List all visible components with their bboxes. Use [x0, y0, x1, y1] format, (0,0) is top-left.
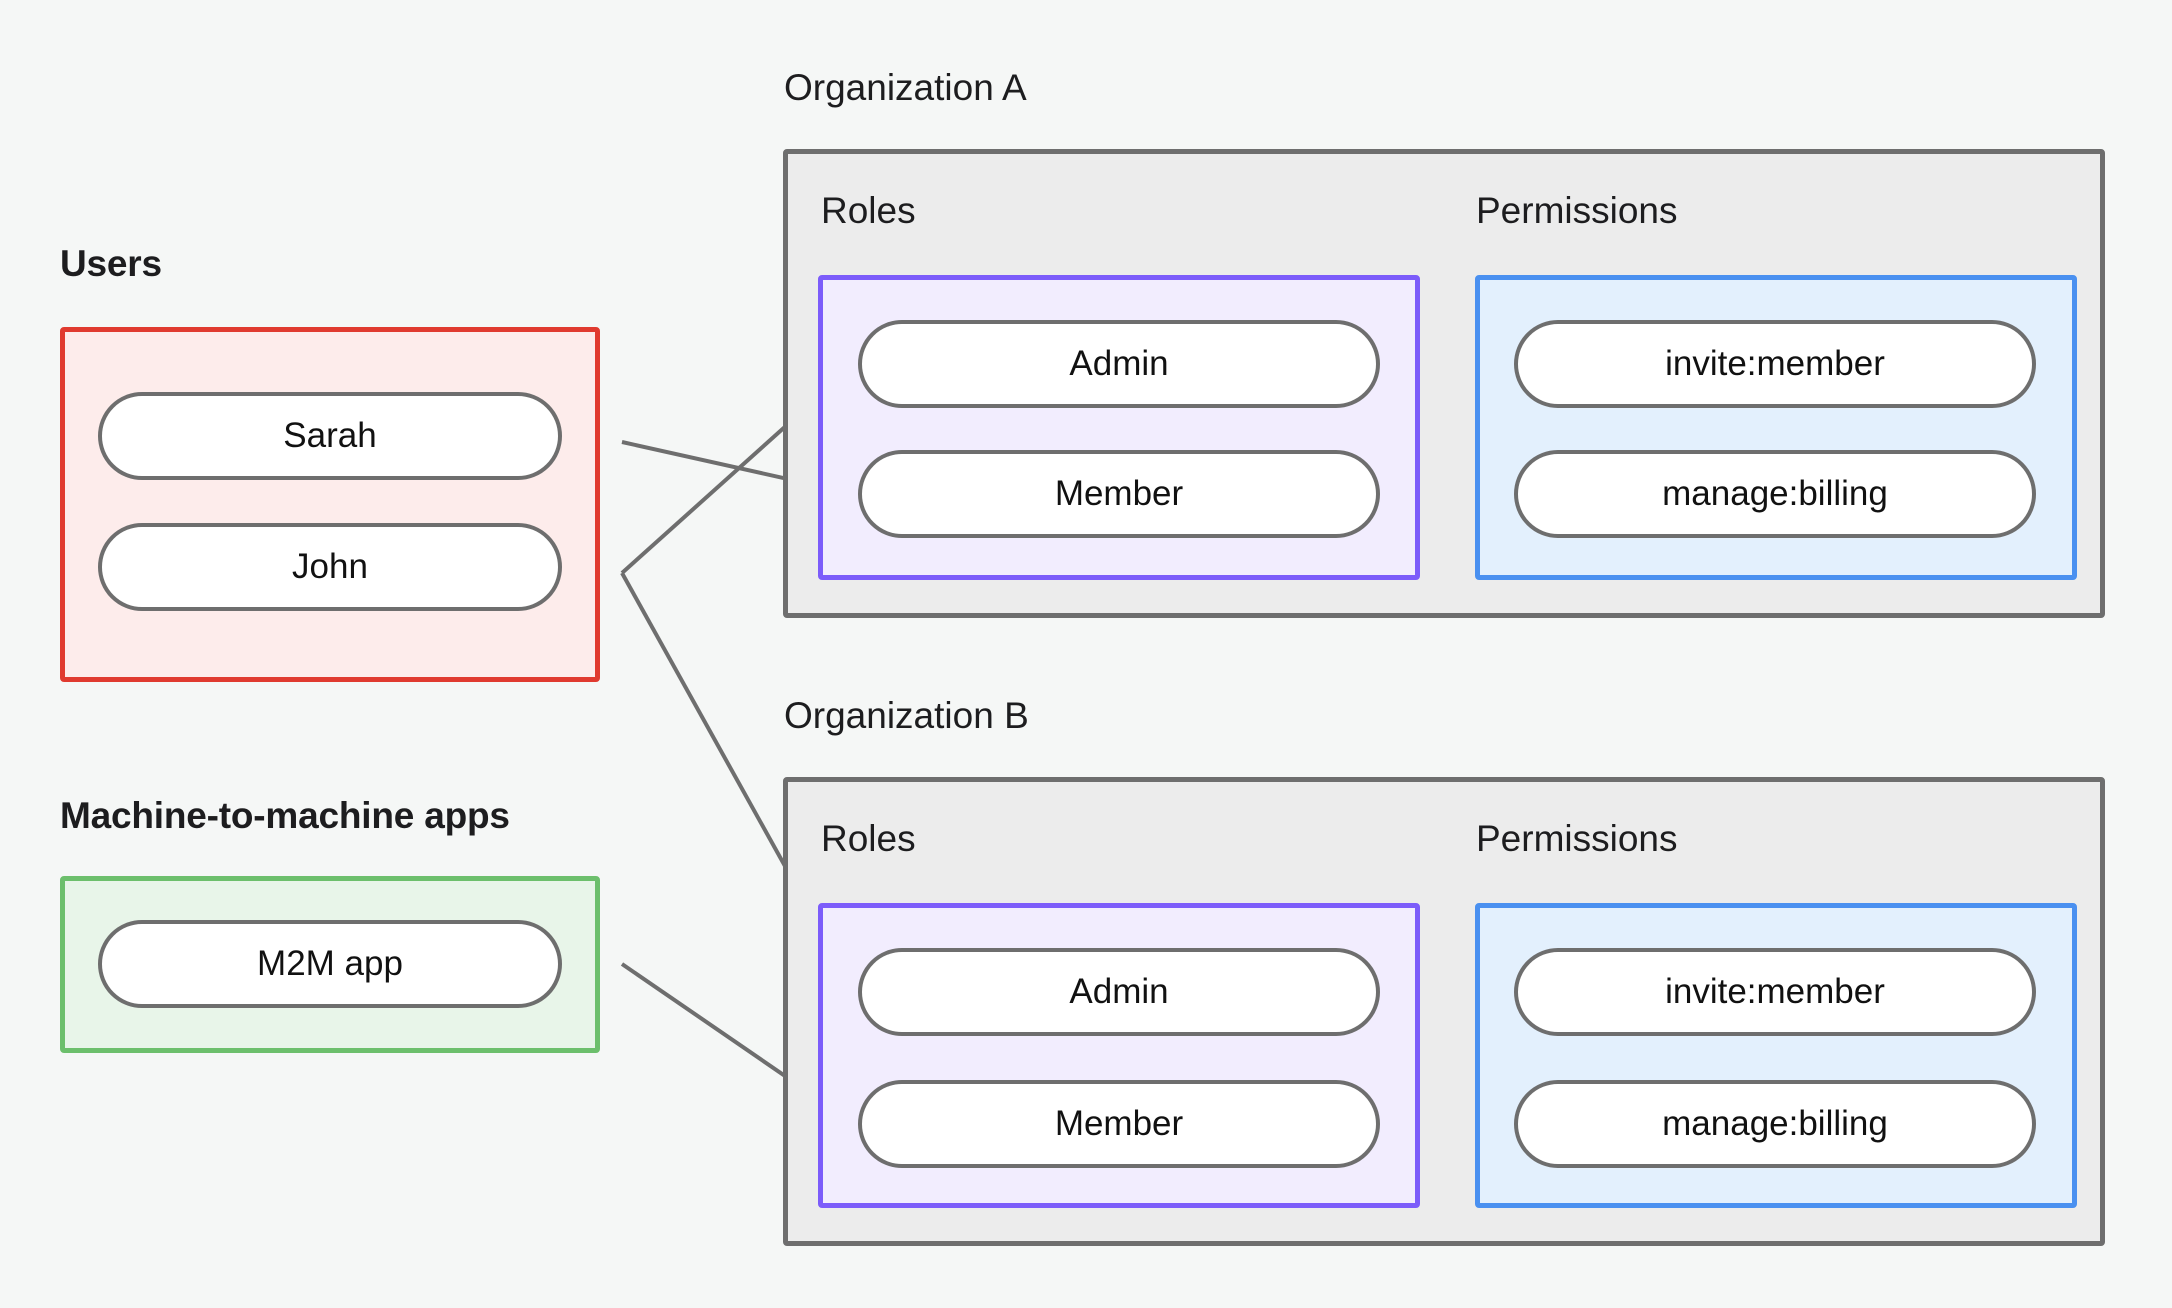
organization-a-permission-manage-billing[interactable]: manage:billing: [1514, 450, 2036, 538]
organization-b-permission-invite-member-label: invite:member: [1665, 972, 1885, 1011]
user-node-sarah-label: Sarah: [283, 416, 377, 455]
organization-a-permission-manage-billing-label: manage:billing: [1662, 474, 1888, 513]
organization-a-permission-invite-member-label: invite:member: [1665, 344, 1885, 383]
m2m-caption: Machine-to-machine apps: [60, 795, 510, 836]
user-node-sarah[interactable]: Sarah: [98, 392, 562, 480]
user-node-john[interactable]: John: [98, 523, 562, 611]
organization-b-permission-invite-member[interactable]: invite:member: [1514, 948, 2036, 1036]
users-caption: Users: [60, 243, 162, 284]
organization-a-permissions-label: Permissions: [1476, 190, 1678, 231]
organization-a-permission-invite-member[interactable]: invite:member: [1514, 320, 2036, 408]
m2m-node-app-label: M2M app: [257, 944, 403, 983]
users-group-box: [60, 327, 600, 682]
organization-b-role-member-label: Member: [1054, 1104, 1184, 1143]
organization-b-role-admin-label: Admin: [1069, 972, 1169, 1011]
organization-b-roles-label: Roles: [821, 818, 916, 859]
organization-b-role-admin[interactable]: Admin: [858, 948, 1380, 1036]
organization-a-role-member-label: Member: [1054, 474, 1184, 513]
organization-a-role-admin-label: Admin: [1069, 344, 1169, 383]
organization-a-roles-label: Roles: [821, 190, 916, 231]
organization-b-role-member[interactable]: Member: [858, 1080, 1380, 1168]
organization-a-role-admin[interactable]: Admin: [858, 320, 1380, 408]
organization-b-permission-manage-billing-label: manage:billing: [1662, 1104, 1888, 1143]
organization-b-title: Organization B: [784, 695, 1029, 736]
m2m-node-app[interactable]: M2M app: [98, 920, 562, 1008]
organization-b-permission-manage-billing[interactable]: manage:billing: [1514, 1080, 2036, 1168]
user-node-john-label: John: [292, 547, 368, 586]
organization-a-title: Organization A: [784, 67, 1027, 108]
organization-a-role-member[interactable]: Member: [858, 450, 1380, 538]
organization-b-permissions-label: Permissions: [1476, 818, 1678, 859]
